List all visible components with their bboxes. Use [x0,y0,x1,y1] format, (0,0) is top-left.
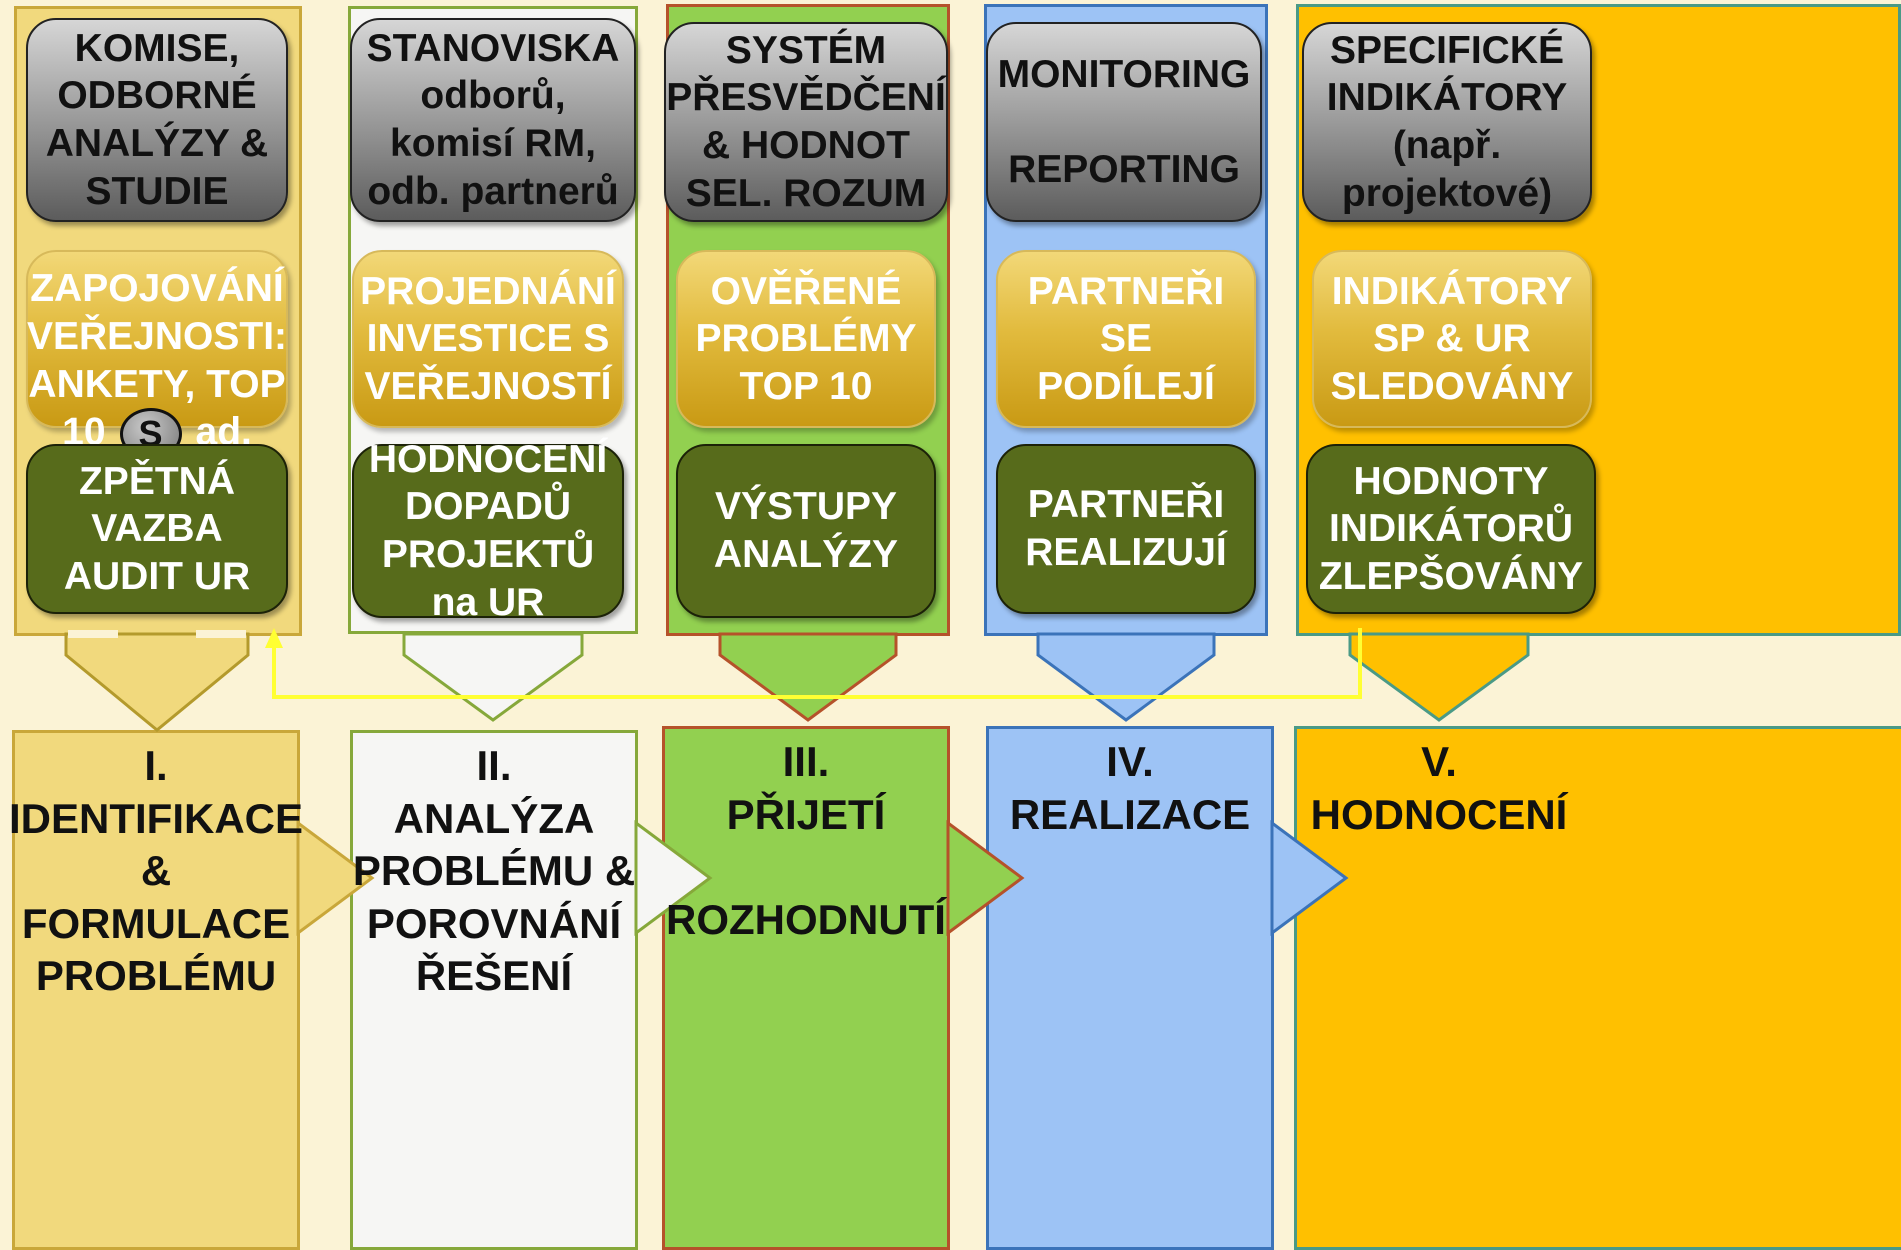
right-arrow-3 [946,820,1025,936]
col1-top-text: KOMISE, ODBORNÉ ANALÝZY & STUDIE [45,26,269,213]
stage-5-background [1294,726,1901,1250]
col4-top-text: MONITORING REPORTING [997,52,1251,191]
col4-middle-text: PARTNEŘI SE PODÍLEJÍ [1027,269,1225,408]
col5-middle-box: INDIKÁTORY SP & UR SLEDOVÁNY [1312,250,1592,428]
right-arrow-4 [1270,820,1349,936]
down-arrow-3 [718,632,898,722]
down-arrow-1 [64,632,250,732]
stage-3-background [662,726,950,1250]
col4-bottom-box: PARTNEŘI REALIZUJÍ [996,444,1256,614]
stage-3-label: III. PŘIJETÍ ROZHODNUTÍ [662,736,950,946]
stage-2-text: II. ANALÝZA PROBLÉMU & POROVNÁNÍ ŘEŠENÍ [352,742,636,999]
col3-bottom-text: VÝSTUPY ANALÝZY [713,485,899,576]
stage-5-label: V. HODNOCENÍ [1294,736,1584,841]
col3-bottom-box: VÝSTUPY ANALÝZY [676,444,936,618]
col2-bottom-box: HODNOCENÍ DOPADŮ PROJEKTŮ na UR [352,438,624,624]
stage-2-label: II. ANALÝZA PROBLÉMU & POROVNÁNÍ ŘEŠENÍ [350,740,638,1003]
col5-top-text: SPECIFICKÉ INDIKÁTORY (např. projektové) [1326,28,1568,215]
col4-bottom-text: PARTNEŘI REALIZUJÍ [1025,483,1227,574]
col5-middle-text: INDIKÁTORY SP & UR SLEDOVÁNY [1330,269,1574,408]
stage-1-text: I. IDENTIFIKACE & FORMULACE PROBLÉMU [9,742,303,999]
col4-middle-box: PARTNEŘI SE PODÍLEJÍ [996,250,1256,428]
down-arrow-5 [1348,632,1530,722]
down-arrow-2 [402,632,584,722]
col2-top-text: STANOVISKA odborů, komisí RM, odb. partn… [366,26,620,213]
col1-bottom-text: ZPĚTNÁ VAZBA AUDIT UR [63,459,251,598]
col5-bottom-text: HODNOTY INDIKÁTORŮ ZLEPŠOVÁNY [1318,459,1584,598]
col4-top-box: MONITORING REPORTING [986,22,1262,222]
col5-bottom-box: HODNOTY INDIKÁTORŮ ZLEPŠOVÁNY [1306,444,1596,614]
col1-top-box: KOMISE, ODBORNÉ ANALÝZY & STUDIE [26,18,288,222]
stage-1-background [12,730,300,1250]
right-arrow-2 [634,820,713,936]
stage-3-text: III. PŘIJETÍ ROZHODNUTÍ [666,738,946,943]
stage-4-text: IV. REALIZACE [1009,738,1251,838]
col1-bottom-box: ZPĚTNÁ VAZBA AUDIT UR [26,444,288,614]
stage-5-text: V. HODNOCENÍ [1310,738,1568,838]
col5-top-box: SPECIFICKÉ INDIKÁTORY (např. projektové) [1302,22,1592,222]
down-arrow-4 [1036,632,1216,722]
stage-1-label: I. IDENTIFIKACE & FORMULACE PROBLÉMU [9,740,303,1003]
col2-middle-text: PROJEDNÁNÍ INVESTICE S VEŘEJNOSTÍ [360,269,616,408]
stage-2-background [350,730,638,1250]
col3-middle-box: OVĚŘENÉ PROBLÉMY TOP 10 [676,250,936,428]
stage-4-label: IV. REALIZACE [986,736,1274,841]
col2-bottom-text: HODNOCENÍ DOPADŮ PROJEKTŮ na UR [368,437,608,624]
right-arrow-1 [296,820,375,936]
col2-top-box: STANOVISKA odborů, komisí RM, odb. partn… [350,18,636,222]
col3-middle-text: OVĚŘENÉ PROBLÉMY TOP 10 [695,269,917,408]
col3-top-box: SYSTÉM PŘESVĚDČENÍ & HODNOT SEL. ROZUM [664,22,948,222]
stage-4-background [986,726,1274,1250]
feedback-arrowhead [265,628,283,648]
col1-middle-text-main: ZAPOJOVÁNÍ VEŘEJNOSTI: ANKETY, TOP 10 [26,267,288,454]
col3-top-text: SYSTÉM PŘESVĚDČENÍ & HODNOT SEL. ROZUM [666,28,946,215]
feedback-connector [272,628,1362,699]
col2-middle-box: PROJEDNÁNÍ INVESTICE S VEŘEJNOSTÍ [352,250,624,428]
